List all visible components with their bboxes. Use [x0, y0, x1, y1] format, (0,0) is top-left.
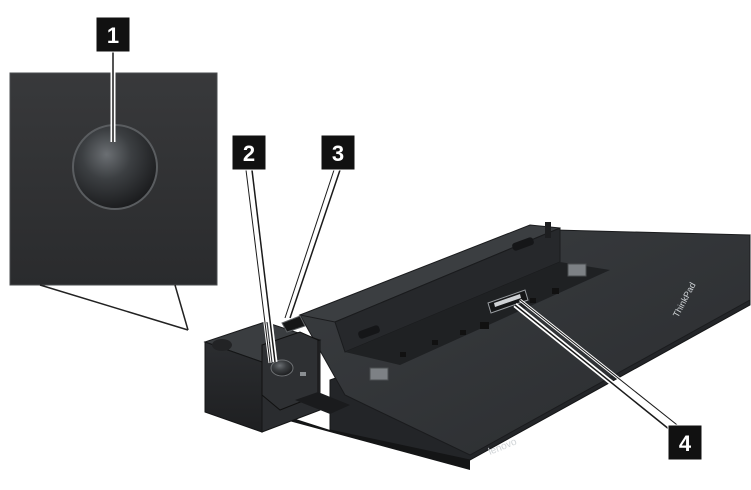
docking-station: ThinkPad lenovo — [230, 222, 751, 470]
power-button-icon — [270, 359, 294, 377]
callout-3: 3 — [320, 134, 356, 171]
callout-1: 1 — [95, 16, 131, 53]
ejection-key-icon — [300, 372, 306, 376]
callout-1-label: 1 — [107, 23, 119, 48]
callout-4-label: 4 — [679, 431, 692, 456]
sliding-adjuster-icon — [281, 315, 306, 333]
callout-2: 2 — [231, 134, 267, 171]
callout-4: 4 — [667, 424, 703, 461]
callout-2-label: 2 — [243, 141, 255, 166]
callout-3-label: 3 — [332, 141, 344, 166]
docking-connector-icon — [487, 289, 529, 314]
leader-lines — [110, 52, 687, 440]
